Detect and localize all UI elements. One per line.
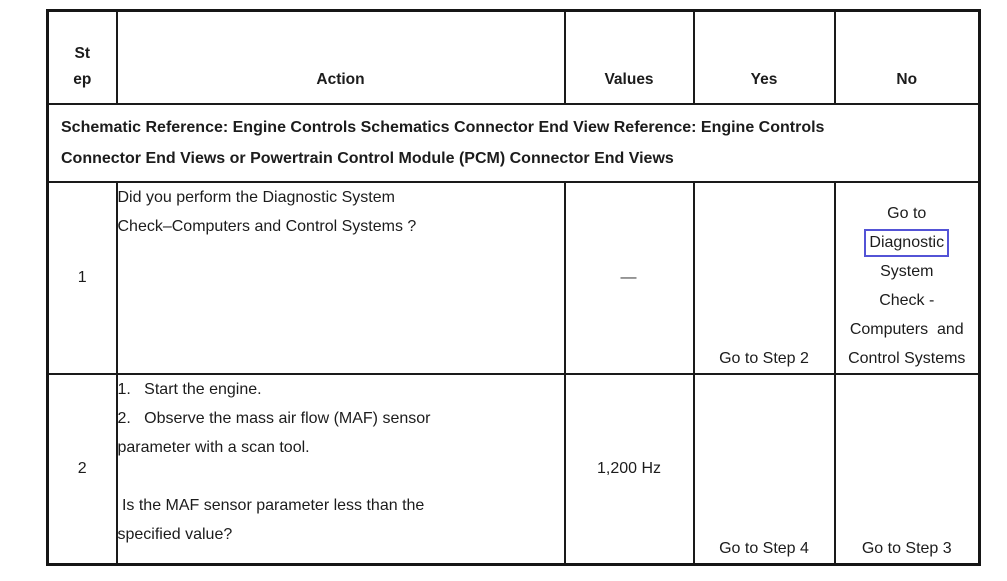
table-row-step-1: 1 Did you perform the Diagnostic System …	[46, 180, 981, 375]
action-line: Did you perform the Diagnostic System	[117, 188, 395, 206]
table-row-step-2: 2 1. Start the engine. 2. Observe the ma…	[46, 372, 981, 566]
yes-result-cell: Go to Step 2	[692, 180, 836, 375]
action-question-line: specified value?	[117, 525, 233, 543]
action-cell: 1. Start the engine. 2. Observe the mass…	[115, 372, 566, 566]
diagnostic-table: St ep Action Values Yes No Schematic Ref…	[46, 9, 981, 566]
no-result-line: Diagnostic	[837, 228, 978, 257]
header-cell-step: St ep	[46, 9, 118, 105]
schematic-reference-line1: Schematic Reference: Engine Controls Sch…	[61, 118, 825, 136]
action-line: Check–Computers and Control Systems ?	[117, 217, 417, 235]
header-cell-yes: Yes	[692, 9, 836, 105]
action-list-item: 1. Start the engine.	[117, 380, 262, 398]
schematic-reference-row: Schematic Reference: Engine Controls Sch…	[46, 102, 981, 183]
action-blank-line	[119, 462, 563, 491]
step-number: 2	[46, 372, 118, 566]
diagnostic-link[interactable]: Diagnostic	[864, 228, 950, 257]
values-cell: 1,200 Hz	[563, 372, 695, 566]
header-cell-no: No	[833, 9, 981, 105]
action-question-line: Is the MAF sensor parameter less than th…	[117, 496, 425, 514]
no-result-line: Check -	[879, 291, 935, 309]
values-dash: —	[620, 268, 638, 286]
no-result-line: Control Systems	[848, 349, 966, 367]
no-result-line: System	[880, 262, 934, 280]
header-cell-values: Values	[563, 9, 695, 105]
schematic-reference-line2: Connector End Views or Powertrain Contro…	[61, 149, 674, 167]
header-step-line1: St	[74, 44, 91, 62]
no-result-line: Computers and	[849, 320, 964, 338]
step-number: 1	[46, 180, 118, 375]
header-step-line2: ep	[73, 70, 92, 88]
action-cell: Did you perform the Diagnostic System Ch…	[115, 180, 566, 375]
schematic-reference-cell: Schematic Reference: Engine Controls Sch…	[46, 102, 981, 183]
action-list-item-continuation: parameter with a scan tool.	[117, 438, 310, 456]
values-cell: —	[563, 180, 695, 375]
header-cell-action: Action	[115, 9, 566, 105]
yes-result-cell: Go to Step 4	[692, 372, 836, 566]
action-list-item: 2. Observe the mass air flow (MAF) senso…	[117, 409, 431, 427]
no-result-cell: Go to Step 3	[833, 372, 981, 566]
table-header-row: St ep Action Values Yes No	[46, 9, 981, 105]
no-result-line: Go to	[887, 204, 927, 222]
no-result-cell: Go to Diagnostic System Check - Computer…	[833, 180, 981, 375]
